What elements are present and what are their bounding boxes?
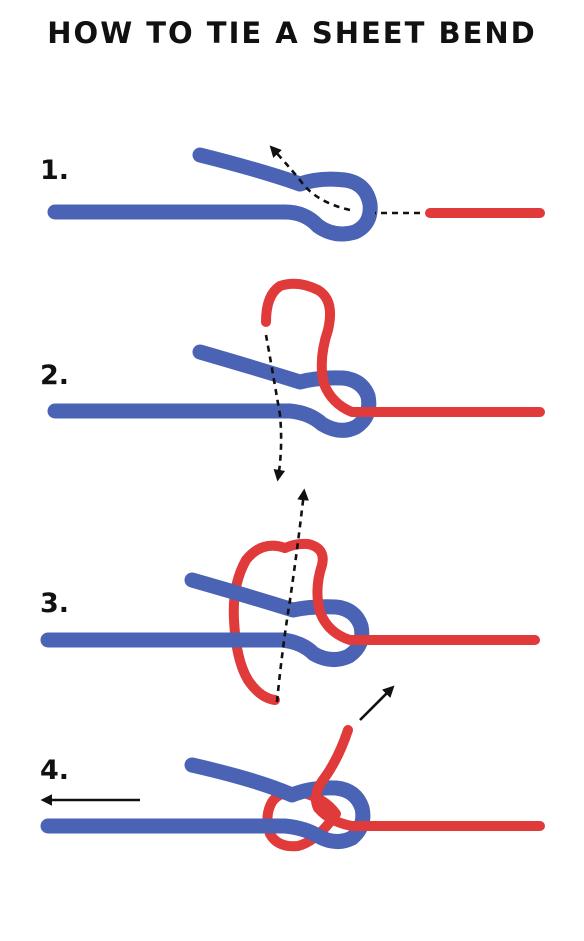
step-1-dashed-arrow: [269, 145, 351, 212]
step-4-number: 4.: [40, 755, 70, 786]
step-2-red-rope: [261, 278, 545, 417]
step-3-dashed-arrow: [275, 488, 309, 703]
step-4-pull-arrow-right: [359, 685, 395, 721]
step-2-dashed-arrow: [264, 334, 286, 482]
step-3-number: 3.: [40, 588, 70, 619]
step-3-illustration: [40, 488, 540, 705]
step-3-red-rope-back: [228, 540, 290, 705]
step-1-illustration: [47, 145, 545, 242]
step-2-blue-rope: [47, 344, 377, 438]
step-1-blue-rope: [47, 147, 378, 242]
step-3-blue-rope: [40, 572, 370, 667]
page-title: HOW TO TIE A SHEET BEND: [47, 16, 537, 50]
step-2-number: 2.: [40, 360, 70, 391]
step-4-red-rope-front: [310, 725, 545, 831]
step-3-red-rope-front: [280, 538, 540, 645]
step-2-illustration: [47, 278, 545, 482]
step-4-illustration: [40, 685, 545, 852]
step-4-blue-rope: [40, 757, 371, 849]
step-1-number: 1.: [40, 155, 70, 186]
